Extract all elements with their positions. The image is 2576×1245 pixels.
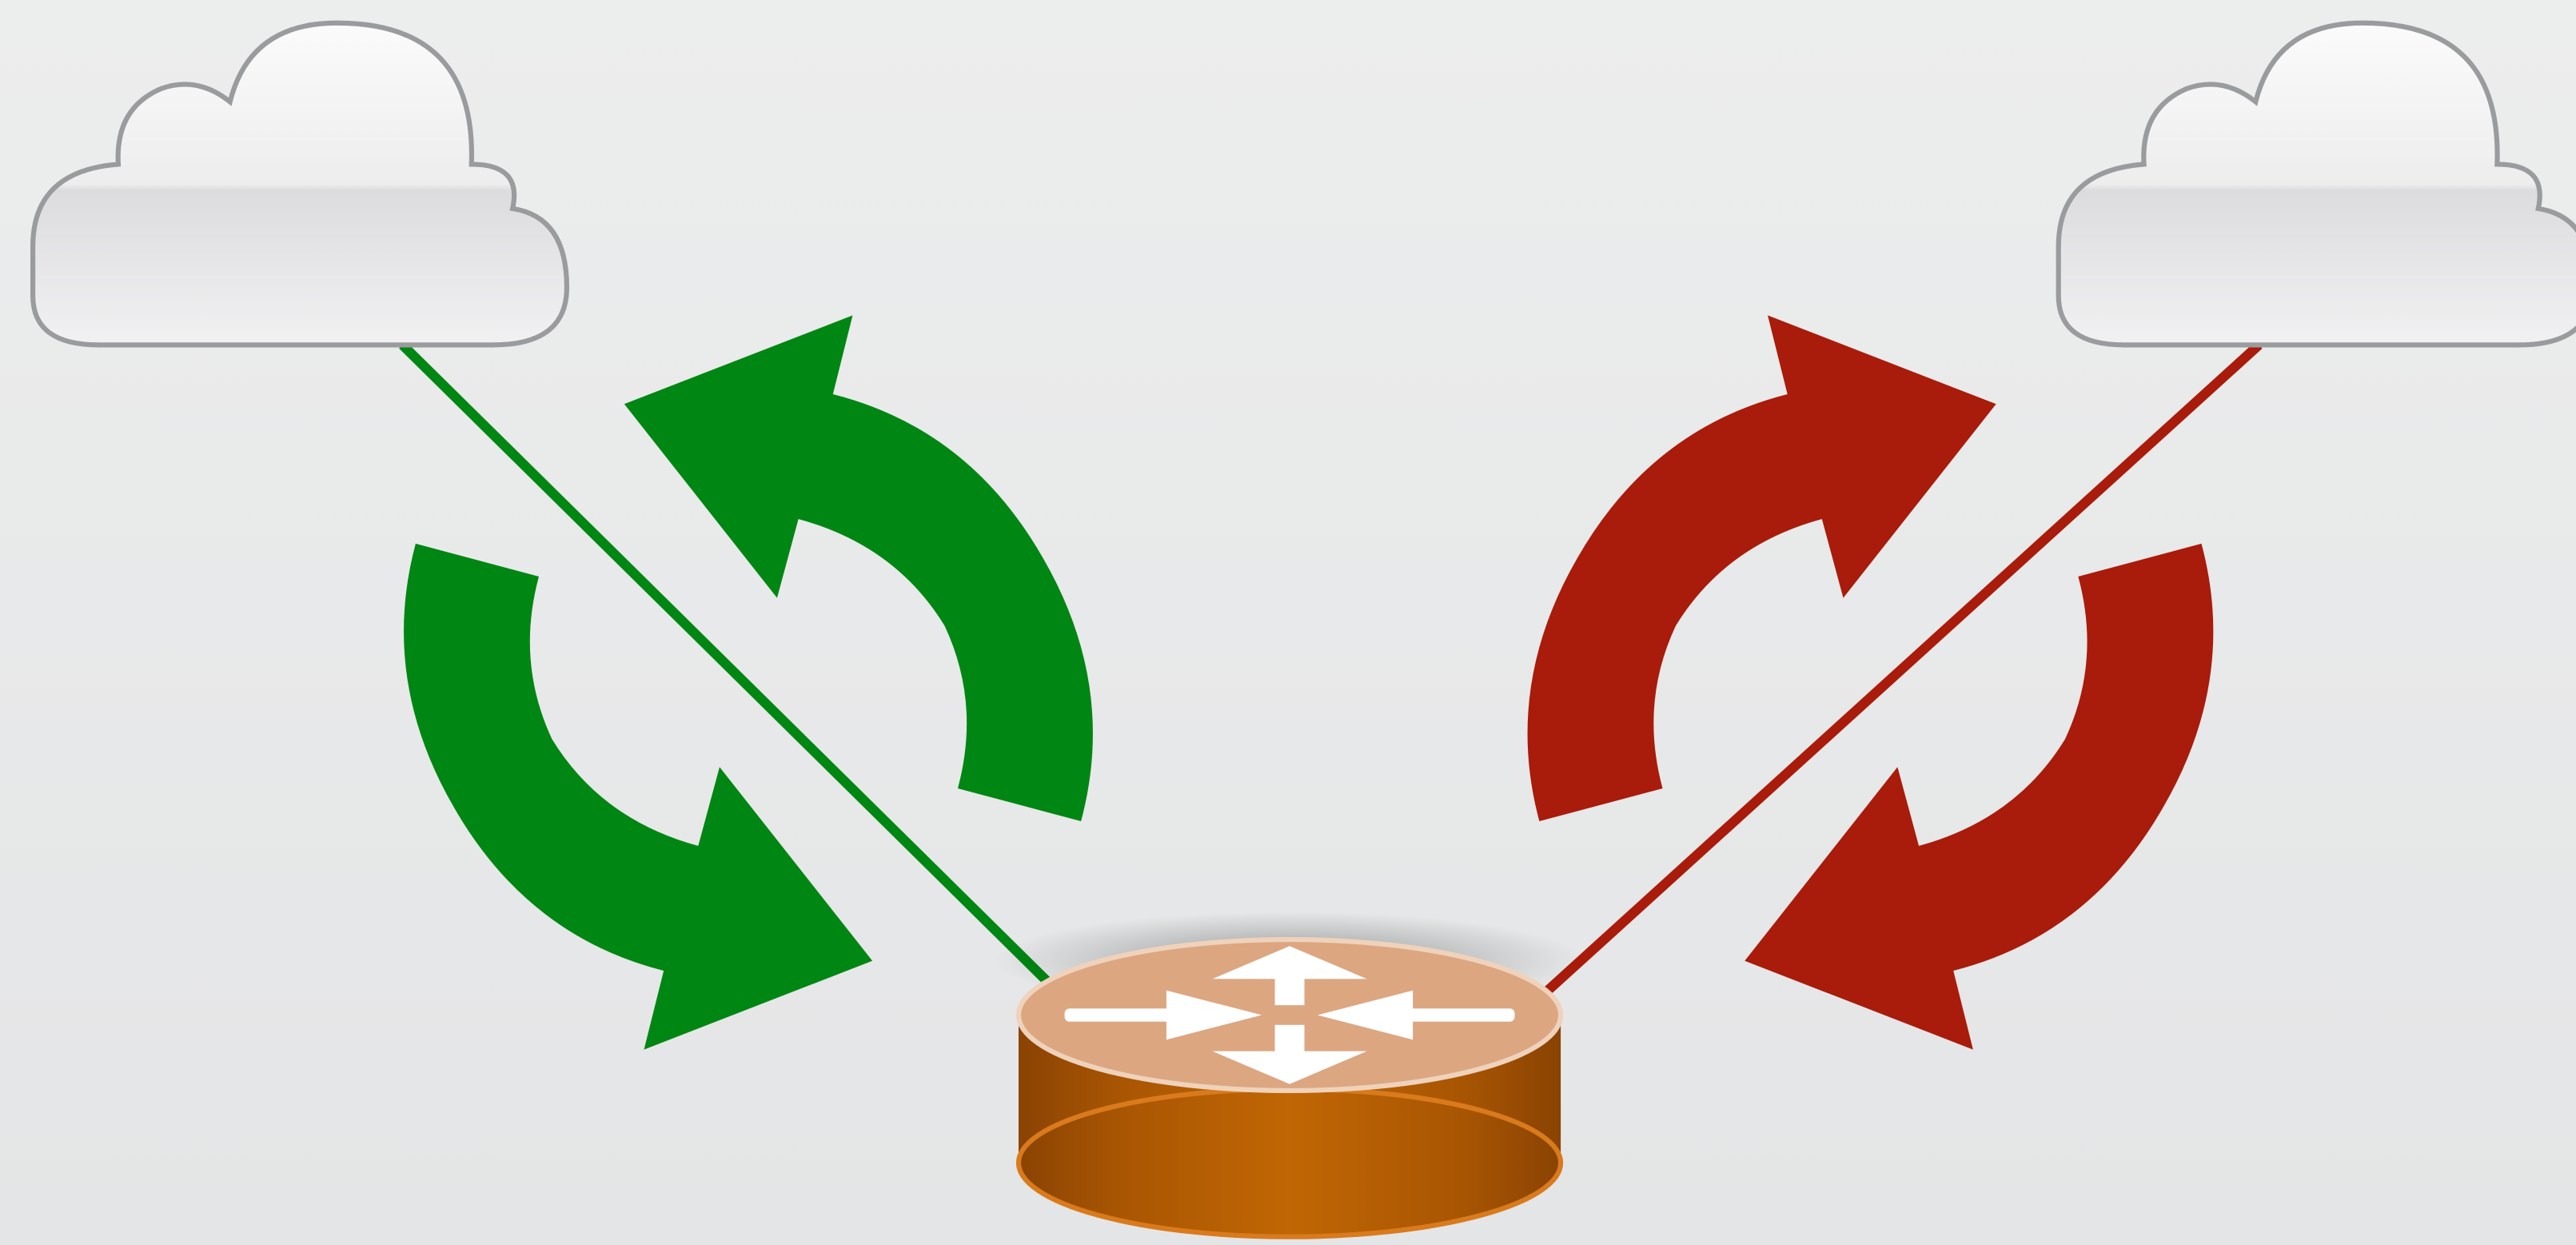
router	[994, 912, 1585, 1237]
